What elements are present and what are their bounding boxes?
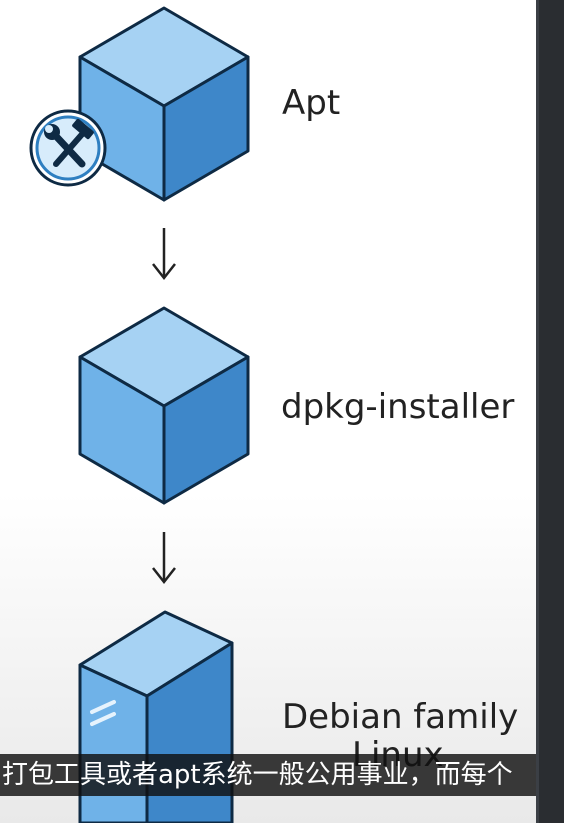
subtitle-text: 打包工具或者apt系统一般公用事业，而每个 bbox=[2, 760, 513, 790]
node-label-dpkg: dpkg-installer bbox=[281, 387, 515, 427]
apt-cube-icon bbox=[78, 6, 250, 202]
down-arrow-icon bbox=[152, 532, 176, 585]
down-arrow-icon bbox=[152, 228, 176, 281]
tools-icon bbox=[29, 109, 107, 187]
node-label-apt: Apt bbox=[282, 83, 341, 123]
right-panel-edge bbox=[536, 0, 539, 823]
dpkg-cube-icon bbox=[78, 306, 250, 505]
subtitle-bar bbox=[0, 754, 536, 796]
node-label-debian-line1: Debian family bbox=[282, 697, 519, 737]
right-side-panel bbox=[536, 0, 564, 823]
